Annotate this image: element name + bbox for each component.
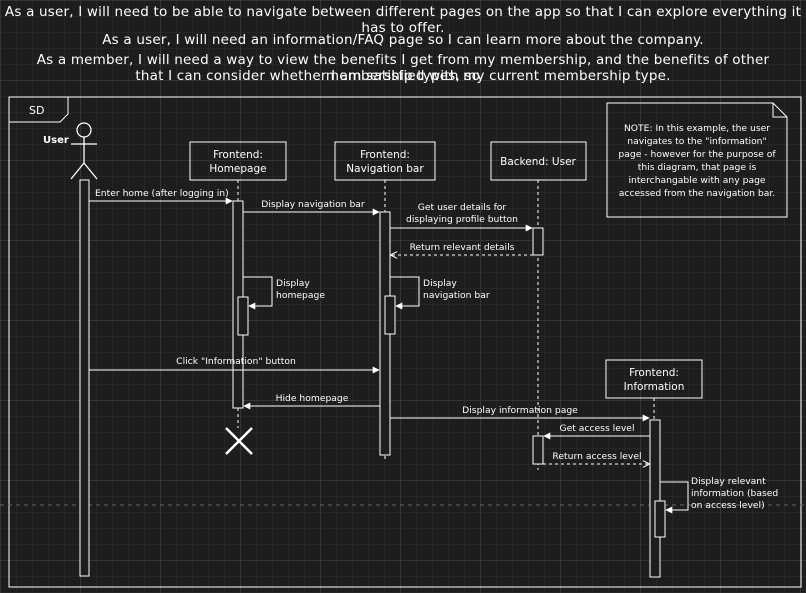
user-story-1: As a user, I will need to be able to nav… [4, 4, 802, 36]
activation-backend-2 [532, 435, 544, 465]
lifeline-navbar-title-2: Navigation bar [346, 163, 424, 175]
activation-information-self [654, 500, 666, 538]
msg-get-user-details-label-1: Get user details for [418, 202, 507, 213]
lifeline-homepage-head: Frontend: Homepage [189, 141, 287, 181]
note-line-6: accessed from the navigation bar. [619, 188, 775, 199]
note-line-2: navigates to the "information" [627, 136, 767, 147]
actor-label: User [43, 135, 69, 146]
msg-get-user-details-label-2: displaying profile button [406, 214, 518, 225]
note-line-1: NOTE: In this example, the user [624, 123, 770, 134]
lifeline-information-title-2: Information [624, 381, 685, 393]
user-story-3b: that I can consider whether I am satisfi… [135, 68, 671, 84]
activation-homepage-self [237, 296, 249, 336]
note-line-5: interchangable with any page [628, 175, 765, 186]
note-line-3: page - however for the purpose of [618, 149, 776, 160]
msg-return-details-label: Return relevant details [410, 242, 515, 253]
lifeline-information-title-1: Frontend: [629, 367, 679, 379]
activation-backend-1 [532, 227, 544, 256]
msg-display-nav-self-arrow [390, 276, 420, 310]
msg-display-homepage-label-1: Display [276, 278, 310, 289]
user-story-3a: As a member, I will need a way to view t… [36, 52, 770, 84]
msg-display-homepage-arrow [243, 276, 273, 310]
msg-click-information-label: Click "Information" button [176, 356, 296, 367]
msg-display-relevant-label-2: information (based [691, 488, 778, 499]
msg-display-homepage-label-2: homepage [276, 290, 325, 301]
msg-display-info-page-label: Display information page [462, 405, 578, 416]
note-line-4: this diagram, that page is [638, 162, 757, 173]
msg-display-nav-label: Display navigation bar [261, 199, 365, 210]
lifeline-backend-head: Backend: User [490, 141, 587, 181]
lifeline-information-head: Frontend: Information [605, 359, 703, 399]
lifeline-navbar-title-1: Frontend: [360, 149, 410, 161]
activations [79, 179, 666, 578]
lifeline-homepage-title-1: Frontend: [213, 149, 263, 161]
msg-display-relevant-label-3: on access level) [691, 500, 765, 511]
destroy-x-icon [225, 427, 253, 455]
sd-frame [8, 96, 802, 588]
msg-display-nav-self-label-1: Display [423, 278, 457, 289]
actor-user-icon [70, 122, 98, 180]
msg-hide-homepage-label: Hide homepage [276, 393, 349, 404]
activation-user [79, 179, 90, 577]
msg-display-relevant-arrow [660, 481, 689, 514]
msg-get-access-label: Get access level [559, 423, 634, 434]
lifelines [237, 180, 655, 578]
lifeline-homepage-title-2: Homepage [209, 163, 266, 175]
activation-navbar-self [384, 295, 396, 335]
msg-return-access-label: Return access level [552, 451, 641, 462]
lifeline-navbar-head: Frontend: Navigation bar [334, 141, 436, 181]
msg-display-relevant-label-1: Display relevant [691, 476, 766, 487]
frame-label: SD [29, 104, 44, 117]
lifeline-backend-title: Backend: User [500, 156, 576, 168]
user-story-2: As a user, I will need an information/FA… [102, 32, 704, 48]
msg-enter-home-label: Enter home (after logging in) [95, 188, 229, 199]
activation-information [649, 419, 661, 578]
msg-display-nav-self-label-2: navigation bar [423, 290, 490, 301]
note-box: NOTE: In this example, the user navigate… [606, 102, 788, 218]
